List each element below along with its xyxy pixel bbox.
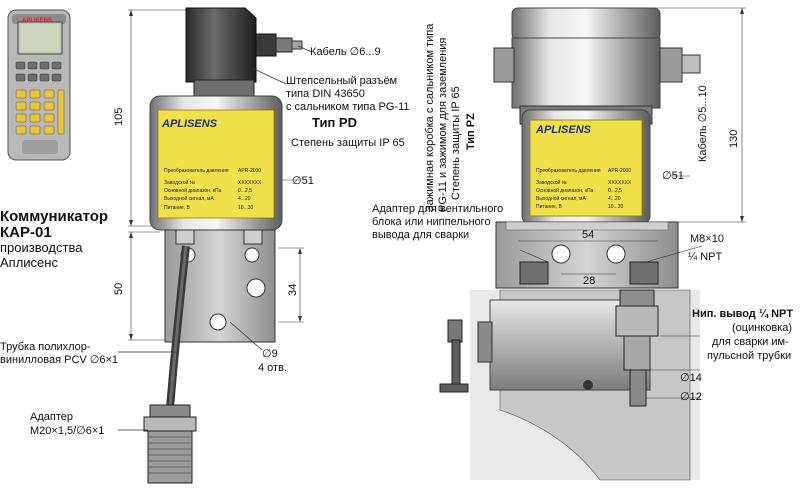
pd-plate-row3-value: 4...20 [238,196,251,202]
communicator-title-line2: КАР-01 [0,224,52,241]
pd-dim-105: 105 [113,107,125,126]
pz-vertical-line2: PG-11 и зажимом для заземления [437,37,449,212]
communicator-screen-brand: APLISENS [22,18,53,24]
pz-plate-row4-value: 10...30 [608,204,624,210]
pd-adapter-line2: М20×1,5/∅6×1 [30,425,105,437]
pd-connector-line1: Штепсельный разъём [286,75,398,87]
pd-type-label: Тип PD [312,115,357,130]
pd-connector-line2: типа DIN 43650 [286,88,365,100]
pz-plate-row4-label: Питание, В [536,204,562,210]
pz-plate-model: APR-2000 [608,168,632,174]
pz-adapter-line3: вывода для сварки [372,229,470,241]
pz-dim-130: 130 [728,129,740,148]
pz-plate-title: Преобразователь давления [536,168,601,174]
pd-protection-label: Степень защиты IP 65 [291,137,405,149]
pz-plate-row3-label: Выходной сигнал, мА [536,196,586,202]
pz-dim-54: 54 [582,229,595,241]
pd-plate-row1-label: Заводской № [164,180,196,186]
pd-plate-row2-value: 0...2,5 [238,188,252,194]
pd-dim-34: 34 [287,283,299,296]
communicator-title-line1: Коммуникатор [0,208,109,225]
pd-plate-row3-label: Выходной сигнал, мА [164,196,214,202]
pz-plate-row3-value: 4...20 [608,196,621,202]
pd-plate-row4-label: Питание, В [164,205,190,211]
pd-transmitter [118,7,313,484]
pz-vertical-line3: Степень защиты IP 65 [450,86,462,200]
pz-nipple-line2: (оцинковка) [732,322,793,334]
pd-hole-dia: ∅9 [262,348,278,360]
pz-type-label: Тип PZ [465,113,477,150]
pz-cable-label: Кабель ∅5...10 [697,85,709,162]
pd-tube-line1: Трубка полихлор- [0,341,91,353]
pd-connector-line3: с сальником типа PG-11 [286,101,410,113]
pz-thread-npt: ¼ NPT [688,251,723,263]
pd-cable-label: Кабель ∅6...9 [310,46,381,58]
pz-plate-row1-value: XXXXXXX [608,180,632,186]
pz-thread-m8: M8×10 [690,233,724,245]
pd-dim-50: 50 [113,282,125,295]
pz-dia51: ∅51 [662,170,684,182]
pz-nipple-line4: пульсной трубки [707,350,792,362]
pd-plate-row4-value: 10...30 [238,205,254,211]
communicator-device [7,9,71,161]
pz-plate-row1-label: Заводской № [536,180,568,186]
pd-plate-title: Преобразователь давления [164,168,229,174]
pz-plate-row2-value: 0...2,5 [608,188,622,194]
pz-dim-28: 28 [583,275,596,287]
pz-dia12: ∅12 [680,391,702,403]
pd-plate-row2-label: Основной диапазон, кПа [164,188,222,194]
pz-adapter-line2: блока или ниппельного [372,216,491,228]
pd-dia51: ∅51 [292,175,314,187]
pd-plate-model: APR-2000 [238,168,262,174]
communicator-subtitle-line2: Аплисенс [0,255,58,270]
pd-adapter-line1: Адаптер [30,411,73,423]
pz-plate-row2-label: Основной диапазон, кПа [536,188,594,194]
pz-adapter-line1: Адаптер для вентильного [372,203,504,215]
pz-nipple-line3: для сварки им- [712,336,789,348]
pd-plate-logo: APLISENS [162,118,218,130]
pz-plate-logo: APLISENS [536,124,592,136]
pd-holes-count: 4 отв. [258,362,287,374]
pz-transmitter [439,7,746,481]
pd-tube-line2: винилловая PCV ∅6×1 [0,354,119,366]
pz-nipple-line1: Нип. вывод ¼ NPT [692,308,794,320]
pz-dia14: ∅14 [680,372,702,384]
pz-vertical-line1: Зажимная коробка с сальником типа [424,23,436,212]
communicator-subtitle-line1: производства [0,240,83,255]
pd-plate-row1-value: XXXXXXX [238,180,262,186]
